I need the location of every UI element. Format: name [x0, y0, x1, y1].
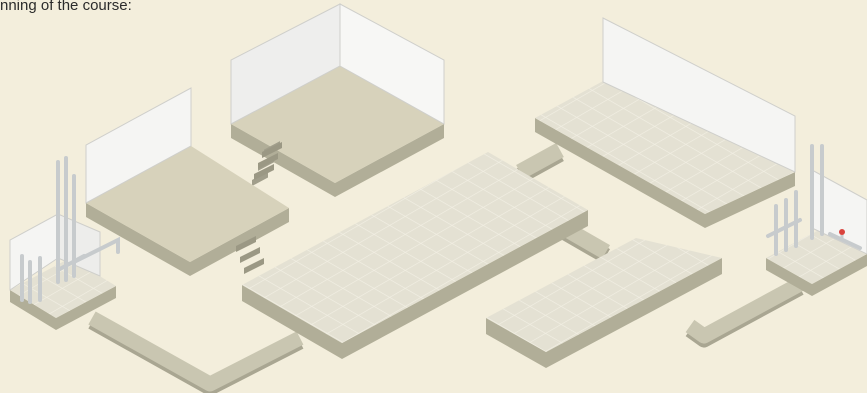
room-left-center	[85, 87, 289, 276]
room-upper-right	[535, 17, 796, 228]
pipe-rack-icon	[20, 156, 120, 304]
platform-center	[242, 152, 588, 359]
pipe-rack-icon	[766, 144, 862, 256]
course-caption: nning of the course:	[0, 0, 132, 14]
stairs-lower	[236, 236, 264, 274]
corridor-left-to-center	[88, 311, 304, 393]
corridor-center-to-upper-right	[516, 142, 564, 184]
stairs-upper	[252, 141, 282, 187]
corridors	[88, 142, 804, 393]
red-valve-icon	[839, 229, 845, 241]
platform-lower-right	[486, 238, 722, 368]
corridor-lower-right-to-right	[685, 277, 804, 348]
room-left-pipes	[9, 213, 116, 330]
